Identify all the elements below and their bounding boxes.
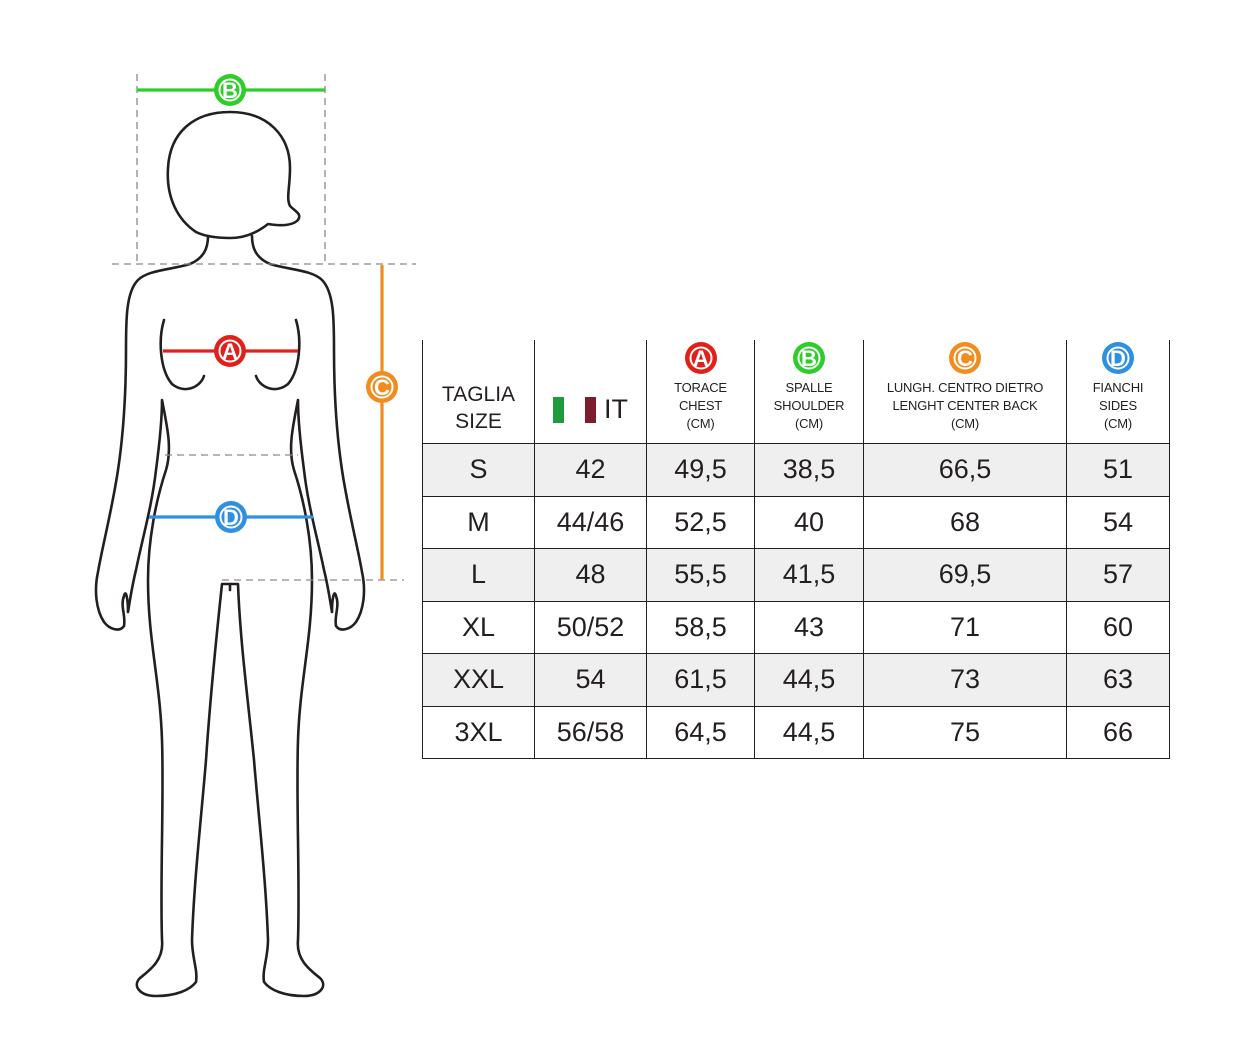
cell-sides: 63 <box>1066 653 1170 707</box>
head-outline <box>166 110 301 240</box>
bust-left <box>159 318 206 391</box>
cell-it: 48 <box>534 548 647 602</box>
header-it: IT <box>534 340 647 444</box>
marker-d-icon: D <box>1102 342 1134 374</box>
header-sides-line2: SIDES <box>1098 398 1137 413</box>
table-row: M 44/46 52,5 40 68 54 <box>422 495 1170 549</box>
header-chest: A TORACE CHEST (CM) <box>646 340 755 444</box>
cell-sides: 60 <box>1066 600 1170 654</box>
cell-back-length: 75 <box>863 705 1067 759</box>
cell-sides: 66 <box>1066 705 1170 759</box>
header-back-length-marker: C <box>957 346 973 371</box>
cell-sides: 51 <box>1066 443 1170 497</box>
cell-back-length: 69,5 <box>863 548 1067 602</box>
marker-c-icon: C <box>949 342 981 374</box>
table-row: XL 50/52 58,5 43 71 60 <box>422 600 1170 654</box>
cell-chest: 58,5 <box>646 600 755 654</box>
table-row: L 48 55,5 41,5 69,5 57 <box>422 548 1170 602</box>
header-shoulder-marker: B <box>801 346 817 371</box>
header-sides-marker: D <box>1110 346 1126 371</box>
header-chest-line2: CHEST <box>678 398 723 413</box>
cell-chest: 64,5 <box>646 705 755 759</box>
header-back-length-line2: LENGHT CENTER BACK <box>892 398 1038 413</box>
cell-sides: 54 <box>1066 495 1170 549</box>
header-it-label: IT <box>604 394 628 424</box>
marker-d-badge: D <box>215 501 247 533</box>
header-sides-line1: FIANCHI <box>1092 380 1144 395</box>
woman-silhouette <box>94 110 366 998</box>
cell-shoulder: 43 <box>754 600 864 654</box>
header-shoulder-line2: SHOULDER <box>773 398 845 413</box>
guide-lines <box>112 74 416 581</box>
cell-size: L <box>422 548 535 602</box>
header-sides-line3: (CM) <box>1103 416 1133 431</box>
header-chest-line1: TORACE <box>674 380 727 395</box>
size-chart-table: TAGLIA SIZE IT <box>422 340 1170 759</box>
header-shoulder-line1: SPALLE <box>785 380 833 395</box>
cell-chest: 52,5 <box>646 495 755 549</box>
header-size: TAGLIA SIZE <box>422 340 535 444</box>
header-back-length-line1: LUNGH. CENTRO DIETRO <box>886 380 1044 395</box>
cell-chest: 55,5 <box>646 548 755 602</box>
cell-chest: 61,5 <box>646 653 755 707</box>
cell-it: 50/52 <box>534 600 647 654</box>
cell-size: XL <box>422 600 535 654</box>
cell-size: XXL <box>422 653 535 707</box>
marker-b-letter: B <box>222 78 238 103</box>
cell-chest: 49,5 <box>646 443 755 497</box>
cell-back-length: 66,5 <box>863 443 1067 497</box>
cell-shoulder: 38,5 <box>754 443 864 497</box>
cell-shoulder: 40 <box>754 495 864 549</box>
header-shoulder-line3: (CM) <box>794 416 824 431</box>
header-sides: D FIANCHI SIDES (CM) <box>1066 340 1170 444</box>
italy-flag-icon <box>553 396 596 423</box>
header-chest-line3: (CM) <box>686 416 715 431</box>
cell-shoulder: 41,5 <box>754 548 864 602</box>
table-row: 3XL 56/58 64,5 44,5 75 66 <box>422 705 1170 759</box>
header-size-line1: TAGLIA <box>441 383 516 406</box>
marker-d-letter: D <box>223 505 239 530</box>
marker-a-letter: A <box>222 339 238 364</box>
cell-back-length: 68 <box>863 495 1067 549</box>
cell-sides: 57 <box>1066 548 1170 602</box>
header-chest-marker: A <box>693 346 709 371</box>
table-header-row: TAGLIA SIZE IT <box>422 340 1170 444</box>
cell-it: 56/58 <box>534 705 647 759</box>
cell-it: 54 <box>534 653 647 707</box>
header-back-length-line3: (CM) <box>950 416 980 431</box>
table-row: XXL 54 61,5 44,5 73 63 <box>422 653 1170 707</box>
marker-b-badge: B <box>214 74 246 106</box>
header-back-length: C LUNGH. CENTRO DIETRO LENGHT CENTER BAC… <box>863 340 1067 444</box>
cell-shoulder: 44,5 <box>754 705 864 759</box>
cell-back-length: 71 <box>863 600 1067 654</box>
header-size-line2: SIZE <box>455 410 502 433</box>
marker-b-icon: B <box>793 342 825 374</box>
cell-size: M <box>422 495 535 549</box>
marker-c-badge: C <box>366 371 398 403</box>
marker-a-badge: A <box>214 335 246 367</box>
table-row: S 42 49,5 38,5 66,5 51 <box>422 443 1170 497</box>
cell-shoulder: 44,5 <box>754 653 864 707</box>
cell-size: 3XL <box>422 705 535 759</box>
marker-a-icon: A <box>684 342 717 374</box>
marker-c-letter: C <box>374 375 390 400</box>
cell-it: 42 <box>534 443 647 497</box>
header-shoulder: B SPALLE SHOULDER (CM) <box>754 340 864 444</box>
cell-size: S <box>422 443 535 497</box>
bust-right <box>254 318 301 391</box>
cell-it: 44/46 <box>534 495 647 549</box>
cell-back-length: 73 <box>863 653 1067 707</box>
